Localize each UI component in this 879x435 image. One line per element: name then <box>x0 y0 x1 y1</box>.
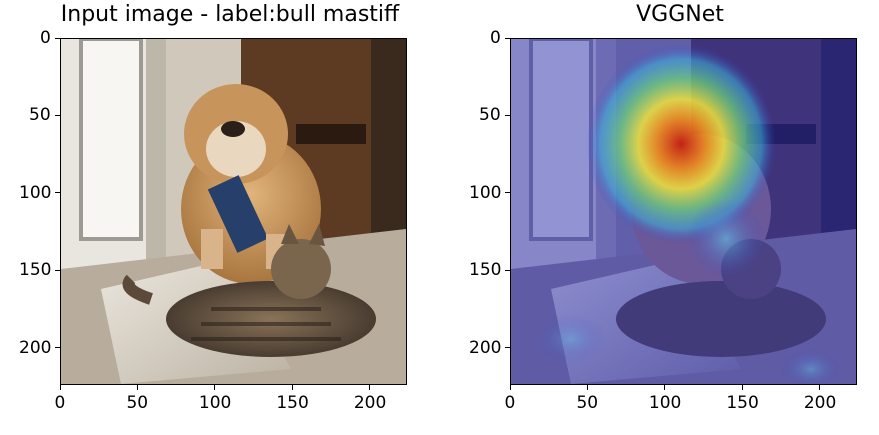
x-tick-mark <box>369 385 371 390</box>
y-tick-label: 100 <box>19 182 52 203</box>
x-tick-label: 50 <box>576 393 599 413</box>
y-tick-label: 100 <box>469 182 502 203</box>
y-tick-label: 0 <box>490 28 501 48</box>
y-tick-mark <box>505 269 510 271</box>
x-tick-mark <box>214 385 216 390</box>
x-tick-label: 150 <box>726 393 759 413</box>
input-photo <box>61 39 406 384</box>
y-tick-label: 150 <box>19 260 52 281</box>
x-tick-label: 150 <box>276 393 309 413</box>
x-tick-label: 100 <box>198 393 232 413</box>
y-tick-mark <box>55 114 60 116</box>
x-tick-label: 200 <box>803 393 837 413</box>
y-tick-mark <box>55 269 60 271</box>
y-tick-label: 50 <box>29 105 51 126</box>
input-image-axes <box>60 38 407 385</box>
y-tick-mark <box>505 192 510 194</box>
x-tick-mark <box>509 385 511 390</box>
y-tick-label: 200 <box>469 337 502 358</box>
vggnet-title: VGGNet <box>636 2 724 27</box>
x-tick-label: 100 <box>648 393 682 413</box>
vggnet-axes <box>510 38 857 385</box>
y-tick-mark <box>505 347 510 349</box>
x-tick-mark <box>741 385 743 390</box>
y-tick-mark <box>505 37 510 39</box>
x-tick-label: 200 <box>353 393 387 413</box>
x-tick-label: 0 <box>504 393 516 413</box>
y-tick-label: 50 <box>479 105 501 126</box>
input-image-title: Input image - label:bull mastiff <box>60 2 400 27</box>
x-tick-mark <box>59 385 61 390</box>
x-tick-label: 50 <box>126 393 149 413</box>
y-tick-label: 0 <box>40 28 51 48</box>
x-tick-mark <box>136 385 138 390</box>
x-tick-mark <box>819 385 821 390</box>
y-tick-mark <box>505 114 510 116</box>
x-tick-mark <box>664 385 666 390</box>
x-tick-label: 0 <box>54 393 66 413</box>
y-tick-label: 150 <box>469 260 502 281</box>
y-tick-mark <box>55 347 60 349</box>
x-tick-mark <box>291 385 293 390</box>
vggnet-heatmap <box>511 39 856 384</box>
y-tick-label: 200 <box>19 337 52 358</box>
x-tick-mark <box>586 385 588 390</box>
y-tick-mark <box>55 37 60 39</box>
y-tick-mark <box>55 192 60 194</box>
